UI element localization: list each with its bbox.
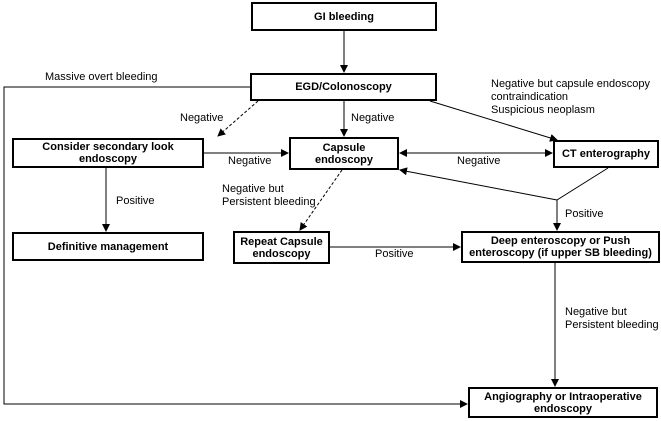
label-positive-repeat: Positive (375, 248, 414, 260)
node-deep-enteroscopy: Deep enteroscopy or Push enteroscopy (if… (461, 231, 660, 263)
arrow-egd-to-ct (429, 100, 558, 142)
label-positive-ct: Positive (565, 208, 604, 220)
arrow-massive-to-angiography (3, 86, 468, 408)
label-negative-capsule-ct: Negative (457, 155, 501, 167)
arrow-capsule-to-repeat (299, 169, 343, 231)
label-positive-secondary: Positive (116, 195, 155, 207)
arrow-egd-to-secondary (217, 100, 259, 137)
label-negative-secondary-capsule: Negative (228, 155, 272, 167)
label-negative-capsule-contraindication-2: contraindication (491, 91, 569, 103)
label-negative-egd-capsule: Negative (351, 112, 395, 124)
node-repeat-capsule-endoscopy: Repeat Capsule endoscopy (233, 231, 330, 264)
label-negative-capsule-contraindication-1: Negative but capsule endoscopy (491, 78, 650, 90)
label-negative-persistent-2b: Persistent bleeding (565, 319, 659, 331)
node-egd-colonoscopy: EGD/Colonoscopy (250, 73, 437, 101)
arrow-ct-line-to-capsule (399, 167, 558, 201)
node-capsule-endoscopy: Capsule endoscopy (289, 137, 399, 170)
label-negative-persistent-2a: Negative but (565, 306, 627, 318)
node-secondary-look-endoscopy: Consider secondary look endoscopy (12, 138, 204, 168)
node-definitive-management: Definitive management (12, 232, 204, 261)
label-negative-persistent-1a: Negative but (222, 183, 284, 195)
label-negative-persistent-1b: Persistent bleeding (222, 196, 316, 208)
node-angiography: Angiography or Intraoperative endoscopy (468, 387, 658, 418)
label-negative-egd-secondary: Negative (180, 112, 224, 124)
node-ct-enterography: CT enterography (553, 140, 659, 168)
label-massive-overt-bleeding: Massive overt bleeding (45, 71, 158, 83)
node-gi-bleeding: GI bleeding (251, 2, 437, 31)
label-suspicious-neoplasm: Suspicious neoplasm (491, 104, 595, 116)
